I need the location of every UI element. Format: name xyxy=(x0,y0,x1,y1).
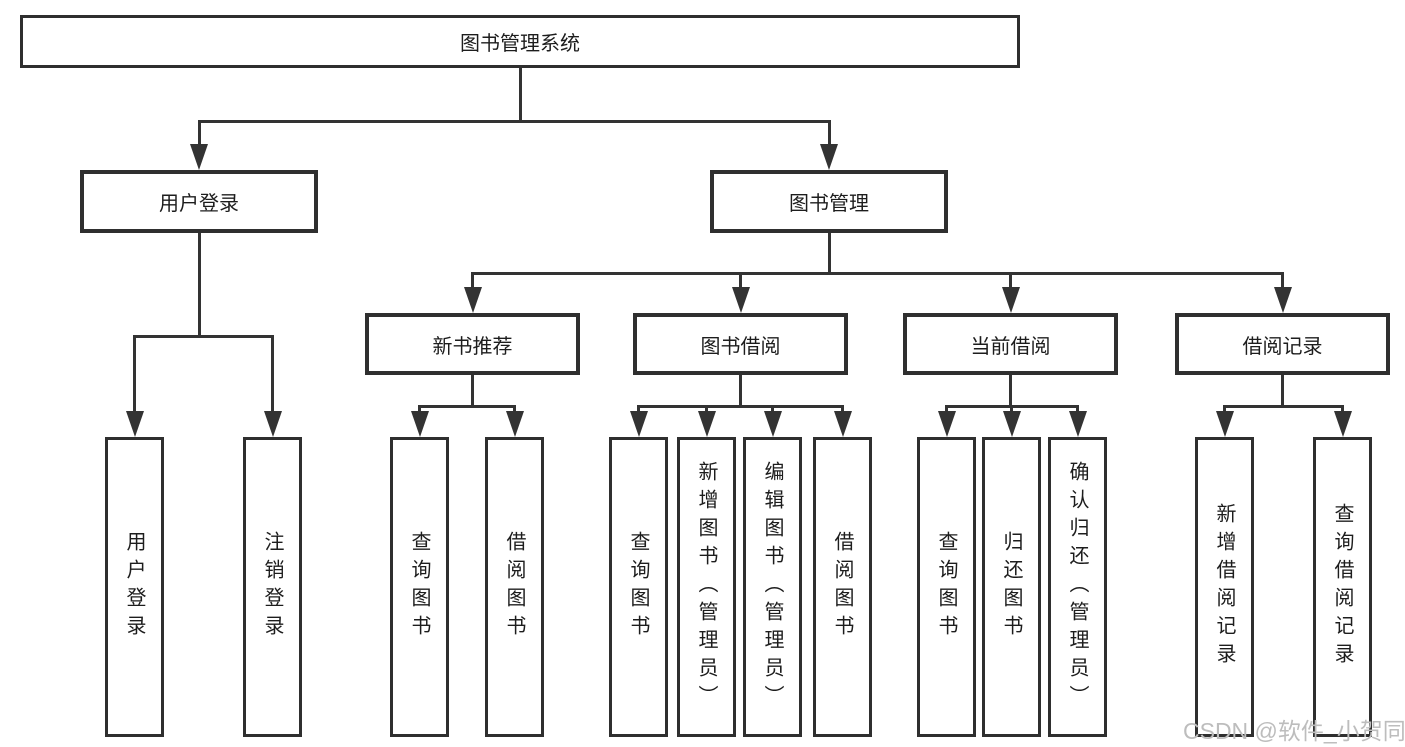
node-user-login-label: 用户登录 xyxy=(159,193,239,215)
node-borrowing-records: 借阅记录 xyxy=(1175,313,1390,375)
connector-new-book-bus xyxy=(418,405,516,408)
connector-drop xyxy=(513,405,516,413)
leaf-return-books: 归还图书 xyxy=(982,437,1041,737)
arrow-down-icon xyxy=(411,411,429,437)
node-library-system-label: 图书管理系统 xyxy=(460,33,580,55)
leaf-query-books-label: 查询图书 xyxy=(627,531,649,643)
leaf-add-borrow-record-label: 新增借阅记录 xyxy=(1213,503,1235,671)
leaf-borrow-books-borrowing: 借阅图书 xyxy=(813,437,872,737)
leaf-user-login: 用户登录 xyxy=(105,437,164,737)
connector-current-borrowing-stem xyxy=(1009,375,1012,405)
connector-drop xyxy=(1010,405,1013,413)
node-book-management-label: 图书管理 xyxy=(789,193,869,215)
leaf-query-books-label: 查询图书 xyxy=(408,531,430,643)
node-current-borrowing: 当前借阅 xyxy=(903,313,1118,375)
connector-drop-current-borrowing xyxy=(1009,272,1012,289)
arrow-down-icon xyxy=(126,411,144,437)
node-new-book-recommend: 新书推荐 xyxy=(365,313,580,375)
connector-book-borrowing-stem xyxy=(739,375,742,405)
node-book-borrowing-label: 图书借阅 xyxy=(700,335,781,358)
connector-drop xyxy=(1341,405,1344,413)
connector-drop xyxy=(1223,405,1226,413)
arrow-down-icon xyxy=(506,411,524,437)
connector-user-login-bus xyxy=(133,335,274,338)
connector-new-book-stem xyxy=(471,375,474,405)
leaf-logout-label: 注销登录 xyxy=(261,531,283,643)
connector-drop xyxy=(418,405,421,413)
connector-drop xyxy=(705,405,708,413)
connector-drop xyxy=(841,405,844,413)
leaf-query-books-label: 查询图书 xyxy=(935,531,957,643)
arrow-down-icon xyxy=(1069,411,1087,437)
connector-drop xyxy=(637,405,640,413)
arrow-down-icon xyxy=(834,411,852,437)
arrow-down-icon xyxy=(1002,287,1020,313)
connector-drop-user-login xyxy=(198,120,201,148)
connector-drop-new-book xyxy=(471,272,474,289)
leaf-borrow-books-label: 借阅图书 xyxy=(831,531,853,643)
arrow-down-icon xyxy=(1216,411,1234,437)
leaf-borrow-books-label: 借阅图书 xyxy=(503,531,525,643)
arrow-down-icon xyxy=(698,411,716,437)
node-library-system: 图书管理系统 xyxy=(20,15,1020,68)
arrow-down-icon xyxy=(1003,411,1021,437)
leaf-add-borrow-record: 新增借阅记录 xyxy=(1195,437,1254,737)
node-user-login: 用户登录 xyxy=(80,170,318,233)
arrow-down-icon xyxy=(1274,287,1292,313)
connector-book-management-stem xyxy=(828,233,831,272)
leaf-confirm-return-admin-label: 确认归还（管理员） xyxy=(1066,461,1088,713)
arrow-down-icon xyxy=(630,411,648,437)
leaf-return-books-label: 归还图书 xyxy=(1000,531,1022,643)
connector-root-bus xyxy=(198,120,831,123)
node-book-management: 图书管理 xyxy=(710,170,948,233)
arrow-down-icon xyxy=(1334,411,1352,437)
arrow-down-icon xyxy=(820,144,838,170)
connector-drop xyxy=(1076,405,1079,413)
connector-user-login-stem xyxy=(198,233,201,335)
arrow-down-icon xyxy=(764,411,782,437)
connector-drop-borrowing-records xyxy=(1281,272,1284,289)
leaf-query-borrow-record: 查询借阅记录 xyxy=(1313,437,1372,737)
connector-drop-leaf-logout xyxy=(271,335,274,413)
arrow-down-icon xyxy=(264,411,282,437)
arrow-down-icon xyxy=(732,287,750,313)
leaf-borrow-books-recommend: 借阅图书 xyxy=(485,437,544,737)
connector-drop-book-borrowing xyxy=(739,272,742,289)
connector-drop xyxy=(771,405,774,413)
node-current-borrowing-label: 当前借阅 xyxy=(970,335,1051,358)
connector-root-stem xyxy=(519,68,522,120)
node-new-book-recommend-label: 新书推荐 xyxy=(432,335,513,358)
node-book-borrowing: 图书借阅 xyxy=(633,313,848,375)
connector-drop xyxy=(945,405,948,413)
leaf-query-books-borrowing: 查询图书 xyxy=(609,437,668,737)
leaf-edit-books-admin-label: 编辑图书（管理员） xyxy=(761,461,783,713)
connector-drop-book-management xyxy=(828,120,831,148)
leaf-logout: 注销登录 xyxy=(243,437,302,737)
leaf-add-books-admin-label: 新增图书（管理员） xyxy=(695,461,717,713)
connector-borrowing-records-stem xyxy=(1281,375,1284,405)
connector-book-management-bus xyxy=(471,272,1284,275)
leaf-user-login-label: 用户登录 xyxy=(123,531,145,643)
leaf-query-books-current: 查询图书 xyxy=(917,437,976,737)
arrow-down-icon xyxy=(464,287,482,313)
leaf-query-borrow-record-label: 查询借阅记录 xyxy=(1331,503,1353,671)
leaf-edit-books-admin: 编辑图书（管理员） xyxy=(743,437,802,737)
watermark-csdn: CSDN @软件_小贺同学 xyxy=(1183,718,1405,744)
leaf-confirm-return-admin: 确认归还（管理员） xyxy=(1048,437,1107,737)
connector-borrowing-records-bus xyxy=(1223,405,1344,408)
connector-drop-leaf-login xyxy=(133,335,136,413)
connector-book-borrowing-bus xyxy=(637,405,844,408)
node-borrowing-records-label: 借阅记录 xyxy=(1242,335,1323,358)
leaf-add-books-admin: 新增图书（管理员） xyxy=(677,437,736,737)
arrow-down-icon xyxy=(938,411,956,437)
leaf-query-books-recommend: 查询图书 xyxy=(390,437,449,737)
arrow-down-icon xyxy=(190,144,208,170)
